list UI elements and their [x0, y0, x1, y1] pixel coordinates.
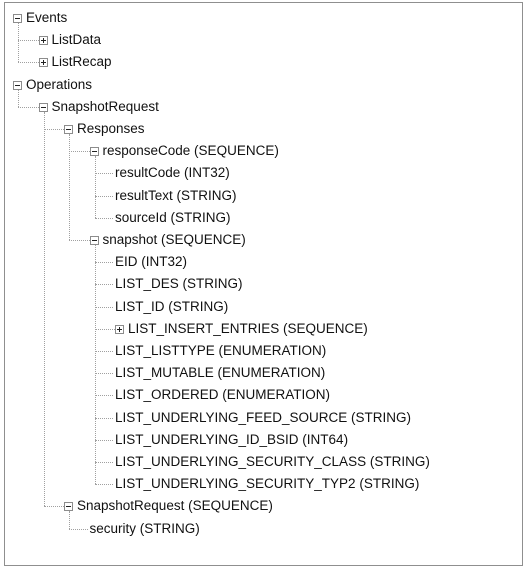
expand-icon[interactable]: [115, 324, 124, 334]
tree-connector-line: [94, 173, 113, 175]
tree-connector-line: [43, 506, 64, 508]
tree-connector-line: [94, 395, 113, 397]
tree-node-operations[interactable]: Operations: [26, 76, 93, 92]
tree-connector-line: [69, 151, 90, 153]
tree-connector-line: [69, 511, 70, 529]
tree-connector-line: [18, 106, 39, 108]
tree-connector-line: [43, 129, 64, 130]
tree-connector-line: [69, 240, 90, 241]
collapse-icon[interactable]: [13, 80, 22, 90]
tree-connector-line: [94, 217, 113, 219]
tree-connector-line: [43, 111, 45, 507]
tree-connector-line: [18, 23, 19, 63]
tree-node-snapshotrequest[interactable]: SnapshotRequest: [51, 98, 159, 114]
tree-node-list-ordered-enumeration[interactable]: LIST_ORDERED (ENUMERATION): [115, 387, 331, 403]
tree-connector-line: [94, 328, 115, 330]
tree-connector-line: [94, 439, 113, 441]
tree-connector-line: [18, 62, 39, 64]
tree-connector-line: [69, 134, 70, 240]
tree-node-list-underlying-id-bsid-int64[interactable]: LIST_UNDERLYING_ID_BSID (INT64): [115, 431, 349, 447]
tree-node-list-underlying-security-typ2-string[interactable]: LIST_UNDERLYING_SECURITY_TYP2 (STRING): [115, 476, 420, 492]
tree-connector-line: [94, 417, 113, 419]
tree-node-list-listtype-enumeration[interactable]: LIST_LISTTYPE (ENUMERATION): [115, 343, 327, 358]
tree-node-resultcode-int32[interactable]: resultCode (INT32): [115, 165, 230, 181]
collapse-icon[interactable]: [13, 14, 22, 23]
tree-connector-line: [18, 40, 39, 42]
collapse-icon[interactable]: [38, 102, 48, 112]
tree-node-resulttext-string[interactable]: resultText (STRING): [115, 187, 237, 203]
tree-connector-line: [18, 89, 19, 107]
tree-connector-line: [94, 262, 113, 264]
collapse-icon[interactable]: [89, 147, 99, 157]
tree-node-events[interactable]: Events: [26, 10, 68, 25]
tree-connector-line: [94, 156, 96, 218]
collapse-icon[interactable]: [64, 502, 73, 512]
tree-node-security-string[interactable]: security (STRING): [89, 520, 200, 536]
tree-connector-line: [94, 351, 113, 352]
tree-node-eid-int32[interactable]: EID (INT32): [115, 254, 188, 270]
collapse-icon[interactable]: [89, 236, 99, 245]
tree-node-snapshotrequest-sequence[interactable]: SnapshotRequest (SEQUENCE): [77, 498, 273, 514]
tree-connector-line: [94, 484, 113, 486]
tree-node-list-mutable-enumeration[interactable]: LIST_MUTABLE (ENUMERATION): [115, 365, 326, 381]
tree-node-list-underlying-feed-source-string[interactable]: LIST_UNDERLYING_FEED_SOURCE (STRING): [115, 409, 412, 425]
tree-connector-line: [94, 462, 113, 463]
tree-node-listrecap[interactable]: ListRecap: [51, 54, 112, 70]
expand-icon[interactable]: [38, 36, 48, 46]
expand-icon[interactable]: [38, 58, 48, 68]
tree-node-responses[interactable]: Responses: [77, 121, 145, 136]
tree-node-list-insert-entries-sequence[interactable]: LIST_INSERT_ENTRIES (SEQUENCE): [128, 320, 368, 336]
tree-node-listdata[interactable]: ListData: [51, 32, 102, 48]
tree-node-responsecode-sequence[interactable]: responseCode (SEQUENCE): [102, 143, 279, 159]
tree-connector-line: [94, 373, 113, 375]
collapse-icon[interactable]: [64, 125, 73, 134]
tree-connector-line: [94, 195, 113, 197]
tree-node-list-underlying-security-class-string[interactable]: LIST_UNDERLYING_SECURITY_CLASS (STRING): [115, 454, 430, 469]
tree-node-list-id-string[interactable]: LIST_ID (STRING): [115, 298, 229, 314]
tree-node-list-des-string[interactable]: LIST_DES (STRING): [115, 276, 243, 292]
tree-node-sourceid-string[interactable]: sourceId (STRING): [115, 209, 231, 225]
tree-connector-line: [94, 284, 113, 286]
tree-node-snapshot-sequence[interactable]: snapshot (SEQUENCE): [102, 232, 246, 247]
tree-connector-line: [94, 245, 96, 485]
tree-connector-line: [94, 306, 113, 308]
tree-connector-line: [69, 528, 88, 530]
